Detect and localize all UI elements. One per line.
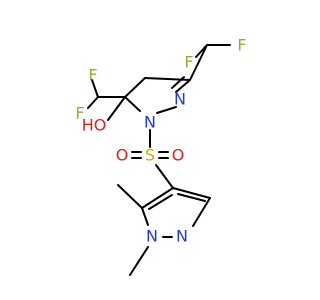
bond-s-pyrazole xyxy=(155,164,174,189)
bond-c5-methyl xyxy=(117,184,143,209)
hydroxyl-label: HO xyxy=(82,116,107,135)
bond-c3-n-double-inner xyxy=(171,76,185,89)
nitrogen-atom-label: N xyxy=(176,227,188,246)
fluorine-atom-label: F xyxy=(184,53,193,72)
fluorine-atom-label: F xyxy=(75,104,84,123)
fluorine-atom-label: F xyxy=(88,66,97,85)
bond-c3-n2 xyxy=(192,197,211,227)
bond-c4-c3-pyrazole xyxy=(172,187,211,199)
bond-n-n xyxy=(156,106,177,114)
nitrogen-atom-label: N xyxy=(144,113,156,132)
oxygen-atom-label: O xyxy=(116,146,129,165)
sulfur-atom-label: S xyxy=(145,146,155,165)
oxygen-atom-label: O xyxy=(172,146,185,165)
bond-c4-c5 xyxy=(124,77,146,98)
bonds xyxy=(87,44,231,276)
bond-n1-c5 xyxy=(141,207,149,226)
chemical-structure-diagram: F F F F HO N N S O O N N xyxy=(75,36,247,276)
bond-c5-oh xyxy=(107,96,126,121)
atom-labels: F F F F HO N N S O O N N xyxy=(75,36,246,246)
nitrogen-atom-label: N xyxy=(146,227,158,246)
bond-c5-n xyxy=(124,96,141,112)
fluorine-atom-label: F xyxy=(237,36,246,55)
bond-cf2-f-left-upper xyxy=(91,79,99,98)
nitrogen-atom-label: N xyxy=(174,90,186,109)
bond-c5-c4-inner xyxy=(148,194,173,210)
bond-c4-c3-pyrazole-inner xyxy=(177,193,206,202)
bond-c3-n-double-outer xyxy=(175,79,191,93)
bond-c3-cf2 xyxy=(189,44,208,81)
bond-n1-methyl xyxy=(129,246,149,276)
bond-cf2-f-left-lower xyxy=(87,96,99,109)
bond-c5-c4 xyxy=(141,187,174,209)
